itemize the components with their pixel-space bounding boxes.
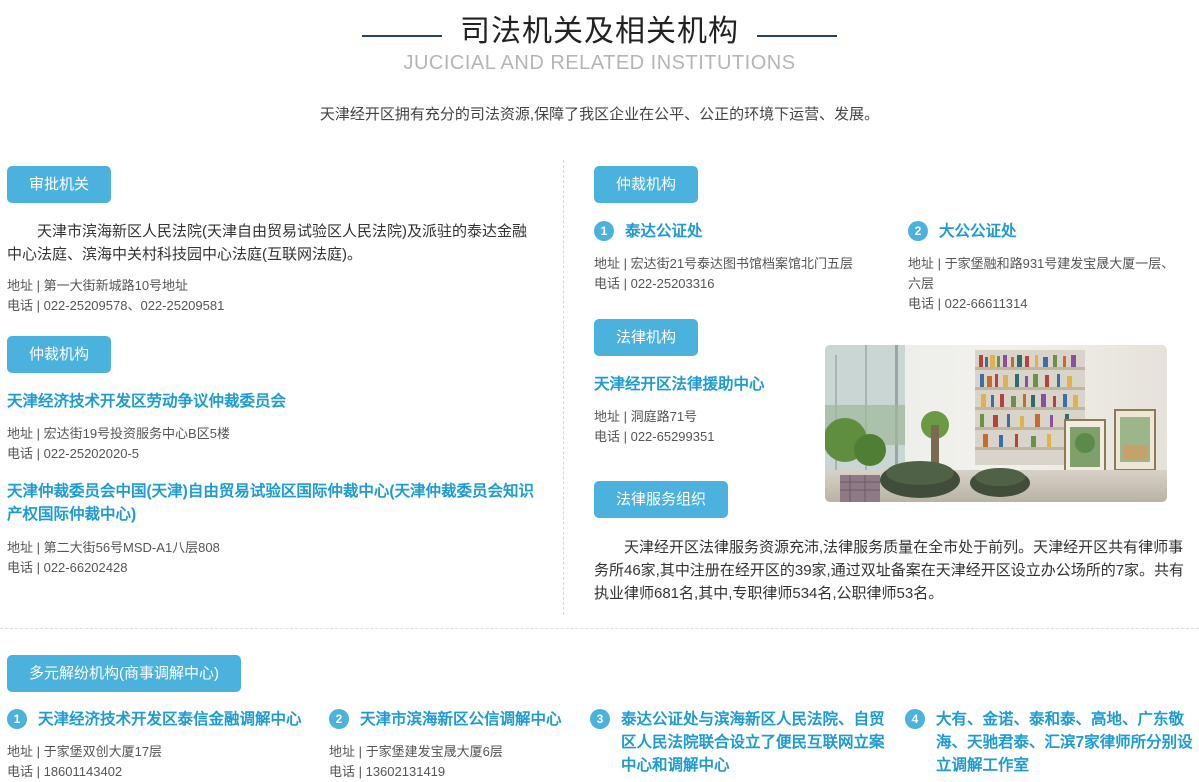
legal-service-paragraph: 天津经开区法律服务资源充沛,法律服务质量在全市处于前列。天津经开区共有律师事务所… — [594, 539, 1185, 602]
mediation-item-1-address: 地址 | 于家堡双创大厦17层 — [7, 744, 163, 759]
approval-badge: 审批机关 — [7, 166, 112, 203]
mediation-item-2-phone: 电话 | 13602131419 — [329, 764, 446, 779]
right-arbitration-badge: 仲裁机构 — [594, 166, 699, 203]
legal-aid-address: 地址 | 洞庭路71号 — [594, 409, 698, 424]
title-right-rule — [757, 35, 838, 37]
notary-dagong-address: 地址 | 于家堡融和路931号建发宝晟大厦一层、六层 — [908, 256, 1175, 291]
approval-phone: 电话 | 022-25209578、022-25209581 — [7, 298, 225, 313]
number-3-icon: 3 — [590, 709, 610, 729]
mediation-item-2-name: 天津市滨海新区公信调解中心 — [360, 711, 562, 728]
mediation-badge: 多元解纷机构(商事调解中心) — [7, 655, 241, 692]
mediation-item-2-address: 地址 | 于家堡建发宝晟大厦6层 — [329, 744, 503, 759]
mediation-item-2-heading: 2 天津市滨海新区公信调解中心 — [329, 708, 589, 731]
number-4-icon: 4 — [905, 709, 925, 729]
number-1-icon: 1 — [594, 221, 614, 241]
mediation-item-3-heading: 3 泰达公证处与滨海新区人民法院、自贸区人民法院联合设立了便民互联网立案中心和调… — [590, 708, 886, 777]
tj-arbitration-phone: 电话 | 022-66202428 — [7, 560, 128, 575]
legal-aid-phone: 电话 | 022-65299351 — [594, 429, 715, 444]
approval-paragraph: 天津市滨海新区人民法院(天津自由贸易试验区人民法院)及派驻的泰达金融中心法庭、滨… — [7, 223, 527, 263]
tj-arbitration-address: 地址 | 第二大街56号MSD-A1八层808 — [7, 540, 220, 555]
intro-text: 天津经开区拥有充分的司法资源,保障了我区企业在公平、公正的环境下运营、发展。 — [319, 106, 880, 123]
mediation-item-4-name: 大有、金诺、泰和泰、高地、广东敬海、天驰君泰、汇滨7家律师所分别设立调解工作室 — [936, 711, 1193, 774]
page-subtitle: JUCICIAL AND RELATED INSTITUTIONS — [403, 52, 796, 74]
library-photo — [825, 345, 1167, 502]
section-header: 司法机关及相关机构 — [0, 6, 1199, 50]
notary-teda-heading: 1 泰达公证处 — [594, 220, 894, 243]
title-left-rule — [361, 35, 442, 37]
legal-aid-name: 天津经开区法律援助中心 — [594, 376, 765, 393]
notary-dagong-heading: 2 大公公证处 — [908, 220, 1188, 243]
number-2-icon: 2 — [329, 709, 349, 729]
notary-teda-address: 地址 | 宏达街21号泰达图书馆档案馆北门五层 — [594, 256, 854, 271]
mediation-item-4-heading: 4 大有、金诺、泰和泰、高地、广东敬海、天驰君泰、汇滨7家律师所分别设立调解工作… — [905, 708, 1195, 777]
legal-institution-badge: 法律机构 — [594, 319, 699, 356]
number-1-icon: 1 — [7, 709, 27, 729]
notary-teda-phone: 电话 | 022-25203316 — [594, 276, 715, 291]
notary-dagong-name: 大公公证处 — [939, 223, 1017, 240]
labor-arbitration-name: 天津经济技术开发区劳动争议仲裁委员会 — [7, 393, 287, 410]
page-title: 司法机关及相关机构 — [460, 15, 739, 48]
notary-teda-name: 泰达公证处 — [625, 223, 703, 240]
mediation-item-1-heading: 1 天津经济技术开发区泰信金融调解中心 — [7, 708, 322, 731]
mediation-item-1-phone: 电话 | 18601143402 — [7, 764, 123, 779]
number-2-icon: 2 — [908, 221, 928, 241]
section-divider — [0, 628, 1199, 629]
mediation-item-1-name: 天津经济技术开发区泰信金融调解中心 — [38, 711, 302, 728]
labor-arbitration-phone: 电话 | 022-25202020-5 — [7, 446, 140, 461]
notary-dagong-phone: 电话 | 022-66611314 — [908, 296, 1028, 311]
column-divider — [563, 160, 564, 615]
labor-arbitration-address: 地址 | 宏达街19号投资服务中心B区5楼 — [7, 426, 230, 441]
legal-service-badge: 法律服务组织 — [594, 481, 729, 518]
approval-address: 地址 | 第一大街新城路10号地址 — [7, 278, 189, 293]
tj-arbitration-name: 天津仲裁委员会中国(天津)自由贸易试验区国际仲裁中心(天津仲裁委员会知识产权国际… — [7, 483, 534, 523]
left-arbitration-badge: 仲裁机构 — [7, 336, 112, 373]
mediation-item-3-name: 泰达公证处与滨海新区人民法院、自贸区人民法院联合设立了便民互联网立案中心和调解中… — [621, 711, 885, 774]
